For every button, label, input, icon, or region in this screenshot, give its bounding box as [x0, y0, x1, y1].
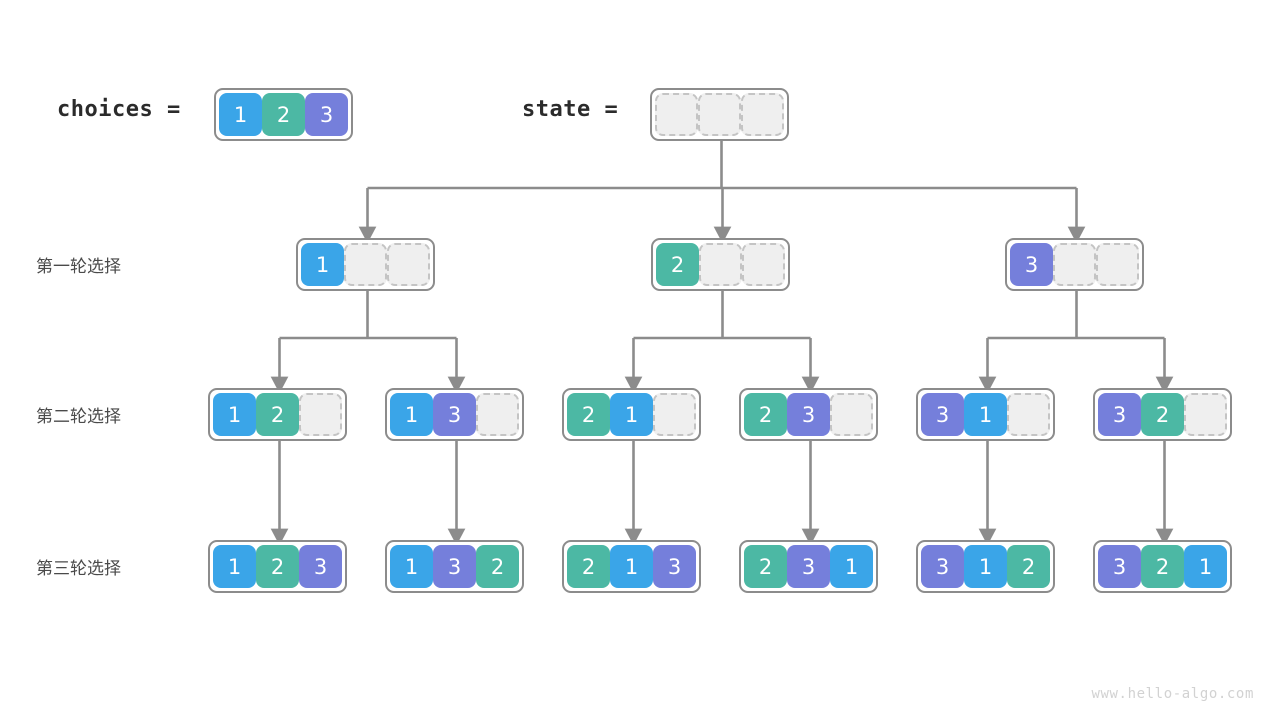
state-node-r1-1-cell-empty	[387, 243, 430, 286]
state-node-r1-2: 2	[651, 238, 790, 291]
state-node-r3-6-cell-1: 1	[1184, 545, 1227, 588]
state-node-r1-3-cell-empty	[1053, 243, 1096, 286]
state-array-cell-empty	[655, 93, 698, 136]
state-node-r2-4-cell-empty	[830, 393, 873, 436]
state-array-cell-empty	[698, 93, 741, 136]
state-node-r2-1-cell-empty	[299, 393, 342, 436]
state-node-r1-1: 1	[296, 238, 435, 291]
state-node-r2-3-cell-2: 2	[567, 393, 610, 436]
state-node-r3-5-cell-2: 2	[1007, 545, 1050, 588]
state-node-r2-5-cell-3: 3	[921, 393, 964, 436]
watermark: www.hello-algo.com	[1091, 686, 1254, 702]
state-node-r3-4-cell-2: 2	[744, 545, 787, 588]
state-node-r2-3-cell-1: 1	[610, 393, 653, 436]
state-node-r3-4-cell-1: 1	[830, 545, 873, 588]
state-node-r2-1-cell-1: 1	[213, 393, 256, 436]
state-node-r1-3: 3	[1005, 238, 1144, 291]
row-label-round-1: 第一轮选择	[36, 257, 121, 277]
state-node-r2-4-cell-2: 2	[744, 393, 787, 436]
choices-label: choices =	[57, 97, 181, 122]
state-array	[650, 88, 789, 141]
choices-array-cell-3: 3	[305, 93, 348, 136]
state-node-r1-1-cell-1: 1	[301, 243, 344, 286]
state-node-r3-2-cell-1: 1	[390, 545, 433, 588]
state-node-r3-3-cell-1: 1	[610, 545, 653, 588]
state-node-r2-2-cell-1: 1	[390, 393, 433, 436]
state-node-r3-3-cell-3: 3	[653, 545, 696, 588]
state-label: state =	[522, 97, 619, 122]
state-node-r3-3-cell-2: 2	[567, 545, 610, 588]
state-node-r1-1-cell-empty	[344, 243, 387, 286]
state-node-r1-2-cell-empty	[699, 243, 742, 286]
state-node-r2-6-cell-3: 3	[1098, 393, 1141, 436]
choices-array-cell-2: 2	[262, 93, 305, 136]
state-node-r2-2-cell-empty	[476, 393, 519, 436]
state-node-r3-5-cell-3: 3	[921, 545, 964, 588]
state-node-r2-2-cell-3: 3	[433, 393, 476, 436]
state-array-cell-empty	[741, 93, 784, 136]
state-node-r3-1-cell-2: 2	[256, 545, 299, 588]
state-node-r2-5-cell-empty	[1007, 393, 1050, 436]
state-node-r2-6-cell-2: 2	[1141, 393, 1184, 436]
state-node-r2-4-cell-3: 3	[787, 393, 830, 436]
state-node-r3-5-cell-1: 1	[964, 545, 1007, 588]
state-node-r1-2-cell-empty	[742, 243, 785, 286]
state-node-r3-1-cell-1: 1	[213, 545, 256, 588]
state-node-r3-2-cell-3: 3	[433, 545, 476, 588]
state-node-r1-3-cell-3: 3	[1010, 243, 1053, 286]
row-label-round-2: 第二轮选择	[36, 407, 121, 427]
state-node-r2-5-cell-1: 1	[964, 393, 1007, 436]
state-node-r2-6-cell-empty	[1184, 393, 1227, 436]
state-node-r3-6-cell-2: 2	[1141, 545, 1184, 588]
state-node-r3-2-cell-2: 2	[476, 545, 519, 588]
state-node-r1-3-cell-empty	[1096, 243, 1139, 286]
row-label-round-3: 第三轮选择	[36, 559, 121, 579]
state-node-r2-3-cell-empty	[653, 393, 696, 436]
state-node-r3-6-cell-3: 3	[1098, 545, 1141, 588]
state-node-r1-2-cell-2: 2	[656, 243, 699, 286]
choices-array-cell-1: 1	[219, 93, 262, 136]
state-node-r3-4-cell-3: 3	[787, 545, 830, 588]
state-node-r2-1-cell-2: 2	[256, 393, 299, 436]
state-node-r3-1-cell-3: 3	[299, 545, 342, 588]
